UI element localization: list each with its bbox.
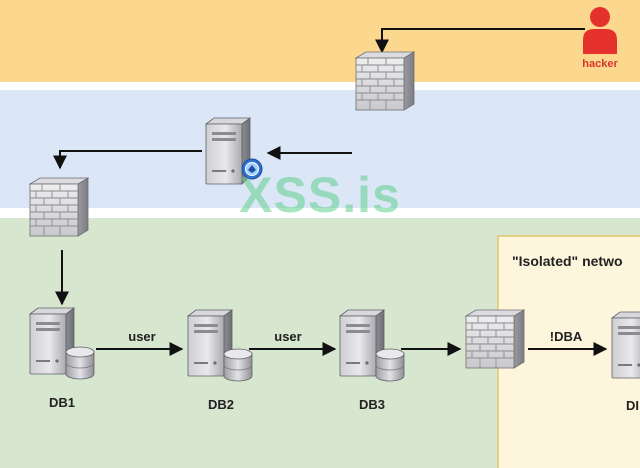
firewall-edge-brick-wall-icon <box>355 51 415 111</box>
db4-label: DI <box>626 398 639 413</box>
edge-proxy-firewall2 <box>53 150 202 170</box>
firewall-internal-brick-wall-icon <box>29 177 89 237</box>
isolated-network-label: "Isolated" netwo <box>512 253 623 269</box>
hacker-label: hacker <box>582 58 618 70</box>
zone-dmz <box>0 90 640 208</box>
zone-internet <box>0 0 640 82</box>
proxy-shield-badge-icon <box>241 158 263 180</box>
edge-label-db2-db3: user <box>274 329 301 344</box>
zone-divider <box>0 208 640 218</box>
zone-divider <box>0 82 640 90</box>
db2-label: DB2 <box>208 397 234 412</box>
db1-database-icon <box>65 346 95 380</box>
db4-server-icon <box>611 311 640 379</box>
hacker-person-icon <box>583 7 617 54</box>
db2-database-icon <box>223 348 253 382</box>
edge-label-firewall-db4: !DBA <box>550 329 583 344</box>
db1-label: DB1 <box>49 395 75 410</box>
edge-hacker-firewall1 <box>375 28 585 54</box>
db3-database-icon <box>375 348 405 382</box>
watermark: XSS.is <box>239 167 401 223</box>
edge-label-db1-db2: user <box>128 329 155 344</box>
db3-label: DB3 <box>359 397 385 412</box>
firewall-isolated-brick-wall-icon <box>465 309 525 369</box>
